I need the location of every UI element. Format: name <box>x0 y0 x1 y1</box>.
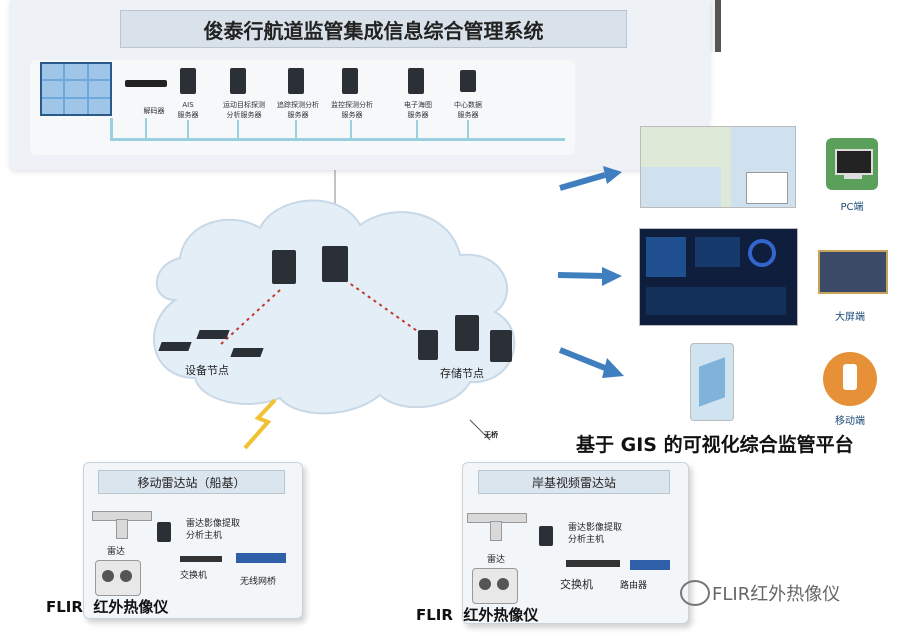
device-node-icon <box>196 330 230 339</box>
video-wall-icon <box>40 62 112 116</box>
motion-server-label: 运动目标探测 分析服务器 <box>223 101 265 119</box>
thermal-camera-icon <box>95 560 141 596</box>
router-label: 路由器 <box>620 581 648 591</box>
router-icon <box>630 560 670 570</box>
device-nodes-label: 设备节点 <box>185 364 229 377</box>
mobile-label: 移动端 <box>835 416 865 427</box>
watermark-text: FLIR红外热像仪 <box>712 584 841 605</box>
chart-server-label: 电子海图 服务器 <box>404 101 432 119</box>
mobile-radar-station-title: 移动雷达站（船基） <box>98 470 285 494</box>
mobile-icon <box>823 352 877 406</box>
device-node-icon <box>158 342 192 351</box>
flir-camera-caption-left: FLIR 红外热像仪 <box>46 598 169 616</box>
wireless-bridge-icon <box>236 553 286 563</box>
ais-server-icon <box>180 68 196 94</box>
wireless-label: 无桥 <box>484 431 498 439</box>
switch-icon <box>566 560 620 567</box>
big-screen-label: 大屏端 <box>835 312 865 323</box>
shore-radar-station-title: 岸基视频雷达站 <box>478 470 670 494</box>
switch-icon <box>180 556 222 562</box>
wechat-logo-icon <box>680 580 710 606</box>
monitor-server-label: 监控探测分析 服务器 <box>331 101 373 119</box>
arrow-to-bigscreen <box>557 267 622 286</box>
page-title: 俊泰行航道监管集成信息综合管理系统 <box>120 10 627 48</box>
radar-antenna-mount <box>116 519 128 539</box>
radar-label: 雷达 <box>487 555 506 565</box>
dashboard-thumbnail <box>639 228 798 326</box>
analyzer-host-label: 雷达影像提取 分析主机 <box>568 523 623 545</box>
mobile-map-thumbnail <box>690 343 734 421</box>
thermal-camera-icon <box>472 568 518 604</box>
analyzer-host-icon <box>539 526 553 546</box>
wireless-lightning-icon <box>243 398 277 450</box>
arrow-to-mobile <box>558 347 624 378</box>
switch-label: 交换机 <box>560 578 593 591</box>
radar-label: 雷达 <box>107 547 126 557</box>
analyzer-host-label: 雷达影像提取 分析主机 <box>186 519 241 541</box>
radar-antenna-mount <box>490 521 502 541</box>
data-server-icon <box>460 70 476 92</box>
ais-server-label: AIS 服务器 <box>177 101 199 119</box>
storage-node-icon <box>418 330 438 360</box>
decoder-label: 解码器 <box>143 107 165 115</box>
wireless-bridge-label: 无线网桥 <box>240 577 277 587</box>
monitor-server-icon <box>342 68 358 94</box>
network-bus <box>110 138 565 141</box>
storage-nodes-label: 存储节点 <box>440 367 484 380</box>
chart-server-icon <box>408 68 424 94</box>
tracking-server-icon <box>288 68 304 94</box>
cloud-server-icon <box>272 250 296 284</box>
cloud-shape <box>152 199 516 415</box>
data-server-label: 中心数据 服务器 <box>454 101 482 119</box>
switch-label: 交换机 <box>180 571 208 581</box>
platform-caption: 基于 GIS 的可视化综合监管平台 <box>576 434 854 456</box>
gis-map-thumbnail <box>640 126 796 208</box>
storage-node-icon <box>490 330 512 362</box>
storage-node-icon <box>455 315 479 351</box>
motion-server-icon <box>230 68 246 94</box>
big-screen-icon <box>818 250 888 294</box>
decoder-icon <box>125 80 167 87</box>
tracking-server-label: 追踪探测分析 服务器 <box>277 101 319 119</box>
cloud-server-icon <box>322 246 348 282</box>
device-node-icon <box>230 348 264 357</box>
analyzer-host-icon <box>157 522 171 542</box>
flir-camera-caption-right: FLIR 红外热像仪 <box>416 606 539 624</box>
server-rack-band: 解码器 AIS 服务器 运动目标探测 分析服务器 追踪探测分析 服务器 监控探测… <box>30 60 575 155</box>
arrow-to-pc <box>559 166 622 191</box>
pc-label: PC端 <box>840 202 864 213</box>
monitor-icon <box>826 138 878 190</box>
